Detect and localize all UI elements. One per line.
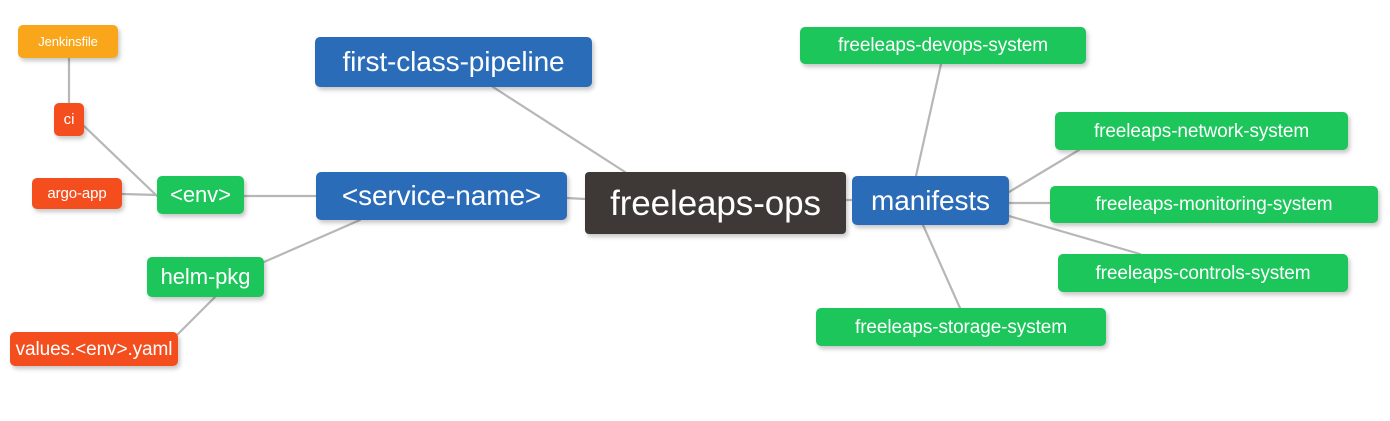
edge-manifests-storage [921, 223, 962, 310]
edge-service-name-ops [565, 196, 587, 201]
node-freeleaps-devops-system[interactable]: freeleaps-devops-system [800, 27, 1086, 64]
edge-manifests-devops [914, 62, 943, 178]
node-freeleaps-network-system[interactable]: freeleaps-network-system [1055, 112, 1348, 150]
node-argo-app[interactable]: argo-app [32, 178, 122, 209]
node-env[interactable]: <env> [157, 176, 244, 214]
edge-argo-app-env [120, 192, 159, 197]
node-helm-pkg[interactable]: helm-pkg [147, 257, 264, 297]
edge-helm-service-name [262, 218, 362, 264]
node-freeleaps-controls-system[interactable]: freeleaps-controls-system [1058, 254, 1348, 292]
node-freeleaps-monitoring-system[interactable]: freeleaps-monitoring-system [1050, 186, 1378, 223]
edge-pipeline-ops [491, 85, 627, 174]
node-first-class-pipeline[interactable]: first-class-pipeline [315, 37, 592, 87]
node-jenkinsfile[interactable]: Jenkinsfile [18, 25, 118, 58]
node-ci[interactable]: ci [54, 103, 84, 136]
node-service-name[interactable]: <service-name> [316, 172, 567, 220]
node-manifests[interactable]: manifests [852, 176, 1009, 225]
node-values-yaml[interactable]: values.<env>.yaml [10, 332, 178, 366]
node-freeleaps-ops[interactable]: freeleaps-ops [585, 172, 846, 234]
node-freeleaps-storage-system[interactable]: freeleaps-storage-system [816, 308, 1106, 346]
edge-values-helm [176, 295, 217, 336]
